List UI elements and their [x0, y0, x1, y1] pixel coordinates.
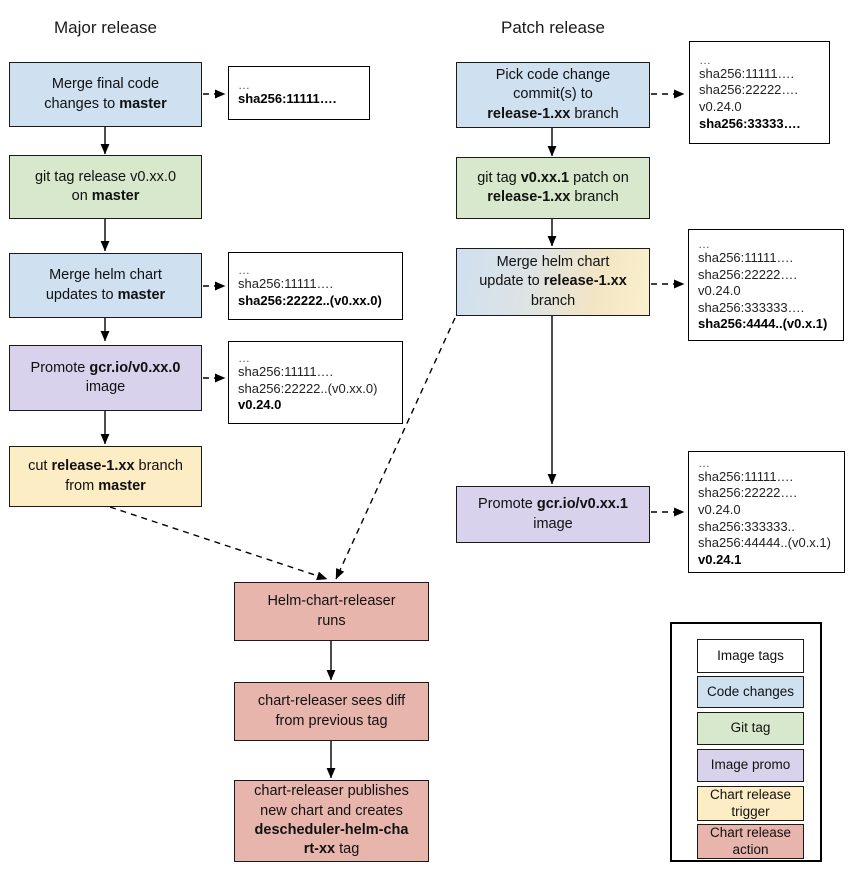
tagbox-after-merge-final-code: …sha256:11111….	[228, 66, 370, 120]
tagbox-after-merge-helm-chart-updates: …sha256:11111….sha256:22222..(v0.xx.0)	[228, 252, 403, 320]
tag-line: v0.24.1	[698, 551, 742, 567]
tag-line: …	[699, 52, 712, 67]
tag-line: v0.24.0	[698, 501, 741, 517]
tag-line: sha256:11111….	[238, 364, 334, 380]
tag-line: …	[698, 455, 711, 470]
legend-item-label: Chart release action	[709, 825, 792, 857]
legend-item-chart-release-trigger: Chart release trigger	[697, 786, 804, 821]
tag-line: sha256:11111….	[699, 65, 795, 81]
tag-line: sha256:333333….	[698, 299, 805, 315]
tag-line: …	[698, 236, 711, 251]
edge-dashed-cut-to-releaser	[109, 506, 328, 581]
legend-item-image-tags: Image tags	[697, 639, 804, 673]
tag-line: sha256:11111….	[698, 468, 794, 484]
tag-line: sha256:22222….	[698, 266, 798, 282]
legend-item-image-promo: Image promo	[697, 749, 804, 782]
column-title-major: Major release	[54, 18, 157, 37]
tag-line: sha256:11111….	[238, 91, 337, 107]
tag-line: v0.24.0	[238, 397, 282, 413]
tagbox-after-promote-image-major: …sha256:11111….sha256:22222..(v0.xx.0)v0…	[228, 341, 403, 424]
tag-line: …	[238, 351, 251, 366]
tag-line: v0.24.0	[699, 99, 742, 114]
tag-line: sha256:11111….	[698, 249, 794, 265]
tag-line: sha256:333333..	[698, 518, 795, 534]
tag-line: sha256:22222..(v0.xx.0)	[238, 292, 382, 308]
tag-line: …	[238, 78, 251, 93]
legend-item-code-changes: Code changes	[697, 676, 804, 708]
column-title-patch: Patch release	[501, 18, 605, 37]
tag-line: sha256:4444..(v0.x.1)	[698, 316, 828, 332]
tag-line: sha256:22222..(v0.xx.0)	[238, 380, 378, 396]
tag-line: sha256:11111….	[238, 275, 334, 291]
tag-line: v0.24.0	[698, 283, 741, 299]
legend-item-label: Git tag	[730, 720, 771, 736]
tag-line: …	[238, 262, 251, 277]
tag-line: sha256:44444..(v0.x.1)	[698, 535, 831, 551]
legend-item-git-tag: Git tag	[697, 712, 804, 745]
legend-item-label: Chart release trigger	[709, 787, 792, 819]
tag-line: sha256:33333….	[699, 115, 801, 131]
legend-item-label: Image promo	[710, 757, 791, 773]
tag-line: sha256:22222….	[699, 82, 799, 98]
legend-item-label: Code changes	[706, 683, 795, 699]
tag-line: sha256:22222….	[698, 485, 798, 501]
legend-item-chart-release-action: Chart release action	[697, 824, 804, 859]
legend-item-label: Image tags	[717, 647, 784, 663]
